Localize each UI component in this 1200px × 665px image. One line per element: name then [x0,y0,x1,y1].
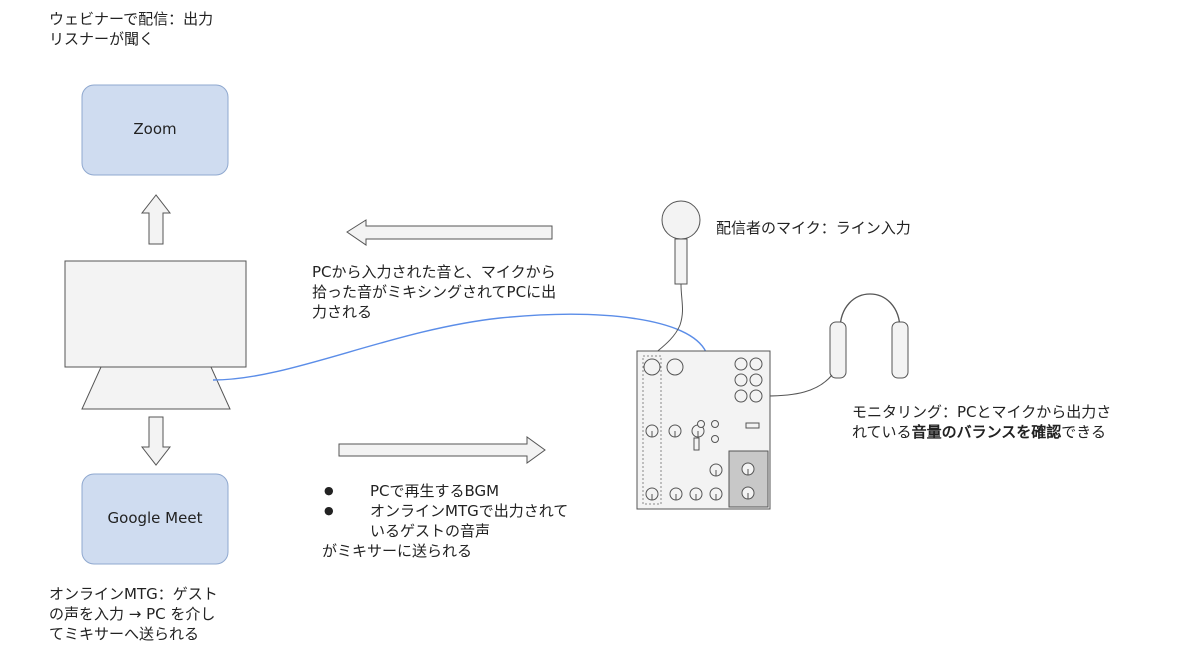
input-note: PCで再生するBGM オンラインMTGで出力されて いるゲストの音声 がミキサー… [318,481,568,561]
arrow-down-to-meet [140,416,172,466]
microphone-handle [674,238,688,285]
monitor-label-line2: れている音量のバランスを確認できる [852,422,1111,442]
arrow-left-to-pc [346,219,553,246]
mixer-knob [668,424,682,438]
mixer-channel-strip [642,355,662,505]
mixer-knob [689,487,703,501]
input-note-item-bgm: PCで再生するBGM [318,481,568,501]
input-note-item-mtg-cont: いるゲストの音声 [370,522,491,540]
mixer-small-button [711,420,719,428]
mixer-output-jack [749,357,763,371]
usb-cable [212,313,707,381]
mixer-master-knob [741,462,755,476]
microphone-head [661,200,701,240]
zoom-label: Zoom [133,120,177,138]
mixer-switch [693,437,700,451]
top-label: ウェビナーで配信：出力 リスナーが聞く [49,9,213,49]
google-meet-label: Google Meet [107,509,203,527]
bottom-label-line2: の声を入力 → PC を介し [49,605,216,623]
microphone-cable [651,283,684,357]
mixer-headphone-jack [749,389,763,403]
mixer-mic-input-jack [643,358,661,376]
google-meet-box [81,473,229,565]
mix-note: PCから入力された音と、マイクから 拾った音がミキシングされてPCに出 力される [312,262,556,322]
input-note-item-mtg: オンラインMTGで出力されて [318,501,568,521]
mix-note-line3: 力される [312,303,373,321]
mixer-output-jack [734,373,748,387]
monitor-label: モニタリング：PCとマイクから出力さ れている音量のバランスを確認できる [852,402,1111,442]
mixer-knob [645,424,659,438]
mixer-master-knob [741,486,755,500]
mix-note-line1: PCから入力された音と、マイクから [312,263,556,281]
bottom-label-line3: てミキサーへ送られる [49,625,200,643]
monitor-label-plain: れている [852,423,912,441]
monitor-label-end: できる [1061,423,1106,441]
input-note-footer: がミキサーに送られる [322,542,473,560]
mixer-output-jack [734,357,748,371]
mixer-small-button [711,435,719,443]
mixer-slot [745,422,760,429]
mixer-knob [709,487,723,501]
bottom-label: オンラインMTG：ゲスト の声を入力 → PC を介し てミキサーへ送られる [49,584,218,644]
top-label-line1: ウェビナーで配信：出力 [49,10,214,28]
pc-monitor-screen [64,260,247,368]
monitor-label-bold: 音量のバランスを確認 [911,423,1062,441]
mic-label: 配信者のマイク：ライン入力 [716,219,911,237]
mixer-knob [709,463,723,477]
top-label-line2: リスナーが聞く [49,30,155,48]
monitor-label-line1: モニタリング：PCとマイクから出力さ [852,403,1112,421]
mixer-knob [669,487,683,501]
arrow-right-to-mixer [338,436,546,464]
mixer-small-button [697,420,705,428]
arrow-up-to-zoom [140,194,172,245]
mixer-output-jack [734,389,748,403]
headphones-band [839,293,901,331]
input-note-list: PCで再生するBGM オンラインMTGで出力されて [318,481,568,521]
mix-note-line2: 拾った音がミキシングされてPCに出 [312,283,557,301]
pc-monitor-stand [81,366,231,410]
mixer-knob [645,487,659,501]
mixer-input-jack-2 [666,358,684,376]
headphones-right-cup [891,321,909,379]
mixer-output-jack [749,373,763,387]
headphones-cable [765,374,833,397]
headphones-left-cup [829,321,847,379]
bottom-label-line1: オンラインMTG：ゲスト [49,585,218,603]
zoom-box [81,84,229,176]
